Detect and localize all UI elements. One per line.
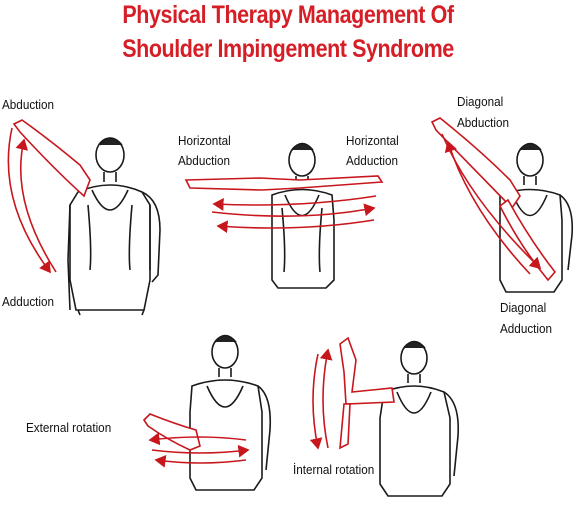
label-external-rotation: External rotation	[26, 420, 112, 435]
internal-arrow-1	[309, 353, 323, 450]
internal-forearm-outline	[339, 403, 351, 450]
external-arrow-3	[154, 454, 247, 468]
figure-horizontal	[271, 142, 335, 289]
figure-abduction	[67, 137, 161, 316]
internal-arrow-2	[319, 348, 333, 449]
label-horizontal-abduction-2: Abduction	[178, 153, 231, 168]
title-line-1: Physical Therapy Management Of	[122, 1, 454, 29]
figure-external-rotation	[189, 334, 272, 491]
label-diagonal-abduction-2: Abduction	[457, 115, 510, 130]
raised-arm-outline	[12, 119, 91, 198]
adduction-arrow	[15, 138, 57, 273]
diagonal-arm-lower	[498, 198, 557, 282]
label-horizontal-abduction-1: Horizontal	[178, 133, 231, 148]
label-internal-rotation: İnternal rotation	[293, 462, 375, 477]
internal-arm-outline	[339, 336, 395, 405]
label-diagonal-adduction-2: Adduction	[500, 321, 553, 336]
label-diagonal-abduction-1: Diagonal	[457, 94, 504, 109]
horizontal-arrow-2	[211, 203, 376, 217]
label-adduction: Adduction	[2, 294, 55, 309]
diagonal-arrow-2	[444, 140, 531, 275]
external-arrow-2	[151, 444, 250, 458]
label-horizontal-adduction-1: Horizontal	[346, 133, 399, 148]
external-arrow-1	[148, 432, 247, 446]
label-diagonal-adduction-1: Diagonal	[500, 300, 547, 315]
horizontal-arrow-1	[212, 195, 377, 211]
horizontal-arrow-3	[216, 219, 375, 234]
figure-internal-rotation	[379, 340, 460, 497]
label-horizontal-adduction-2: Adduction	[346, 153, 399, 168]
abduction-arrow	[7, 127, 51, 274]
horizontal-arm-outline	[184, 175, 384, 191]
label-abduction: Abduction	[2, 97, 55, 112]
title-line-2: Shoulder Impingement Syndrome	[122, 35, 454, 63]
